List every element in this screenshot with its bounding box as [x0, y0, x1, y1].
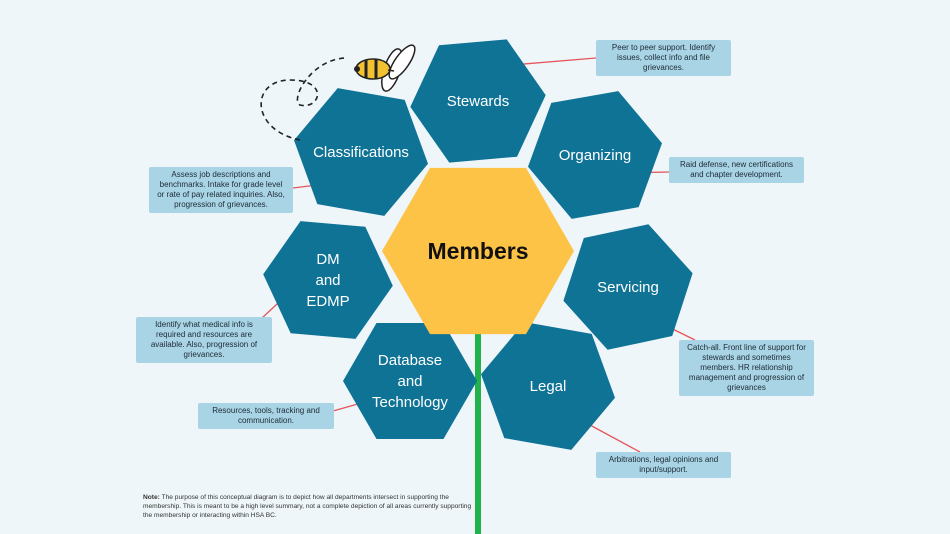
petal-label: Legal	[530, 378, 567, 395]
petal-hexagon	[294, 88, 428, 216]
petal-organizing: Organizing	[528, 91, 662, 219]
note-classifications: Assess job descriptions and benchmarks. …	[149, 167, 293, 213]
petal-label: Technology	[372, 394, 448, 411]
petal-servicing: Servicing	[563, 224, 693, 350]
petal-label: DM	[316, 251, 339, 268]
footnote-text: The purpose of this conceptual diagram i…	[143, 494, 472, 519]
petal-label: Classifications	[313, 144, 409, 161]
petal-label: EDMP	[306, 293, 349, 310]
petal-stewards: Stewards	[410, 39, 546, 163]
petal-hexagon	[481, 322, 615, 450]
petal-label: Organizing	[559, 147, 632, 164]
petal-hexagon	[410, 39, 546, 163]
note-dm-edmp: Identify what medical info is required a…	[136, 317, 272, 363]
petal-label: Servicing	[597, 279, 659, 296]
petal-classifications: Classifications	[294, 88, 428, 216]
bee-icon	[260, 44, 416, 141]
footnote-label: Note:	[143, 494, 160, 501]
petal-label: and	[397, 373, 422, 390]
petal-label: Stewards	[447, 93, 510, 110]
note-servicing: Catch-all. Front line of support for ste…	[679, 340, 814, 396]
petal-label: Database	[378, 352, 442, 369]
footnote: Note: The purpose of this conceptual dia…	[143, 493, 473, 520]
petal-hexagon	[563, 224, 693, 350]
center-label: Members	[428, 238, 529, 264]
center-hexagon-group: Members	[382, 167, 574, 335]
note-legal: Arbitrations, legal opinions and input/s…	[596, 452, 731, 478]
note-organizing: Raid defense, new certifications and cha…	[669, 157, 804, 183]
note-database-technology: Resources, tools, tracking and communica…	[198, 403, 334, 429]
petal-hexagon	[263, 221, 393, 339]
note-stewards: Peer to peer support. Identify issues, c…	[596, 40, 731, 76]
petal-hexagon	[343, 323, 477, 439]
petal-label: and	[315, 272, 340, 289]
petal-legal: Legal	[481, 322, 615, 450]
petal-hexagon	[528, 91, 662, 219]
center-hexagon	[382, 167, 574, 335]
